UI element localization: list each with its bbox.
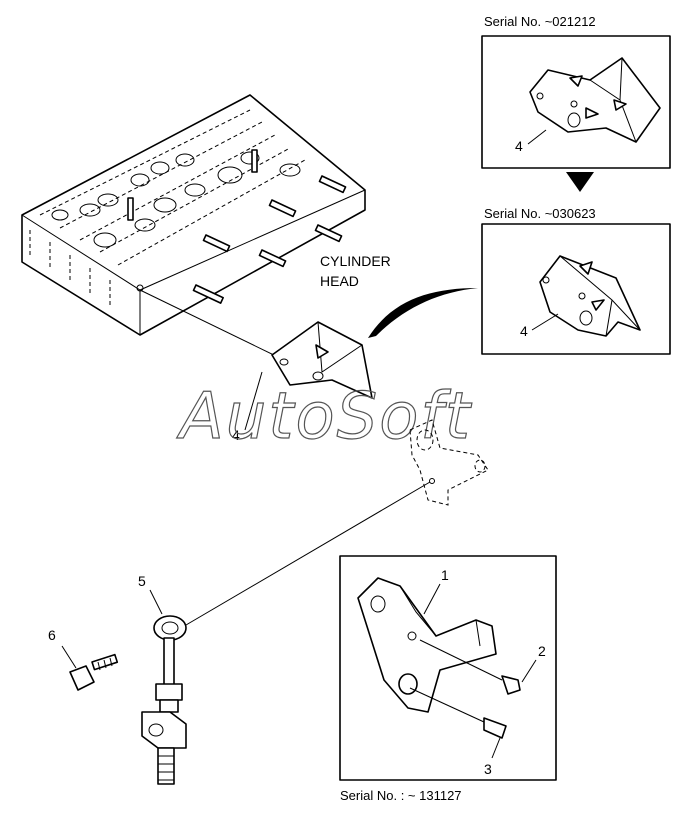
inset-bottom-serial: Serial No. : ~ 131127 bbox=[340, 788, 462, 803]
callout-leader-4 bbox=[244, 371, 263, 431]
callout-1: 1 bbox=[441, 567, 449, 583]
callout-5: 5 bbox=[138, 573, 146, 589]
cylinder-head-label-line1: CYLINDER bbox=[320, 253, 391, 269]
callout-leader-5 bbox=[149, 589, 163, 615]
callout-2: 2 bbox=[538, 643, 546, 659]
callout-4-main: 4 bbox=[232, 427, 240, 443]
callout-3: 3 bbox=[484, 761, 492, 777]
callout-leader-6 bbox=[61, 645, 77, 669]
callout-6: 6 bbox=[48, 627, 56, 643]
down-arrow bbox=[566, 172, 594, 192]
rod-5 bbox=[141, 615, 187, 785]
bolt-6 bbox=[69, 653, 119, 691]
inset-middle-serial: Serial No. ~030623 bbox=[484, 206, 596, 221]
watermark: AutoSoft bbox=[176, 380, 473, 454]
inset-middle: Serial No. ~030623 4 bbox=[481, 206, 671, 355]
cylinder-head-label-line2: HEAD bbox=[320, 273, 359, 289]
inset-bottom: Serial No. : ~ 131127 1 2 3 bbox=[339, 555, 557, 803]
assembly-leader-rod bbox=[185, 481, 431, 626]
pointer-arrow bbox=[368, 288, 478, 338]
inset-middle-callout-4: 4 bbox=[520, 323, 528, 339]
inset-top: Serial No. ~021212 4 bbox=[481, 14, 671, 169]
bracket-ghost bbox=[409, 419, 489, 506]
bracket-4-main bbox=[271, 321, 373, 399]
assembly-leader-head bbox=[139, 289, 281, 359]
inset-top-serial: Serial No. ~021212 bbox=[484, 14, 596, 29]
cylinder-head-drawing bbox=[21, 94, 366, 336]
inset-top-callout-4: 4 bbox=[515, 138, 523, 154]
